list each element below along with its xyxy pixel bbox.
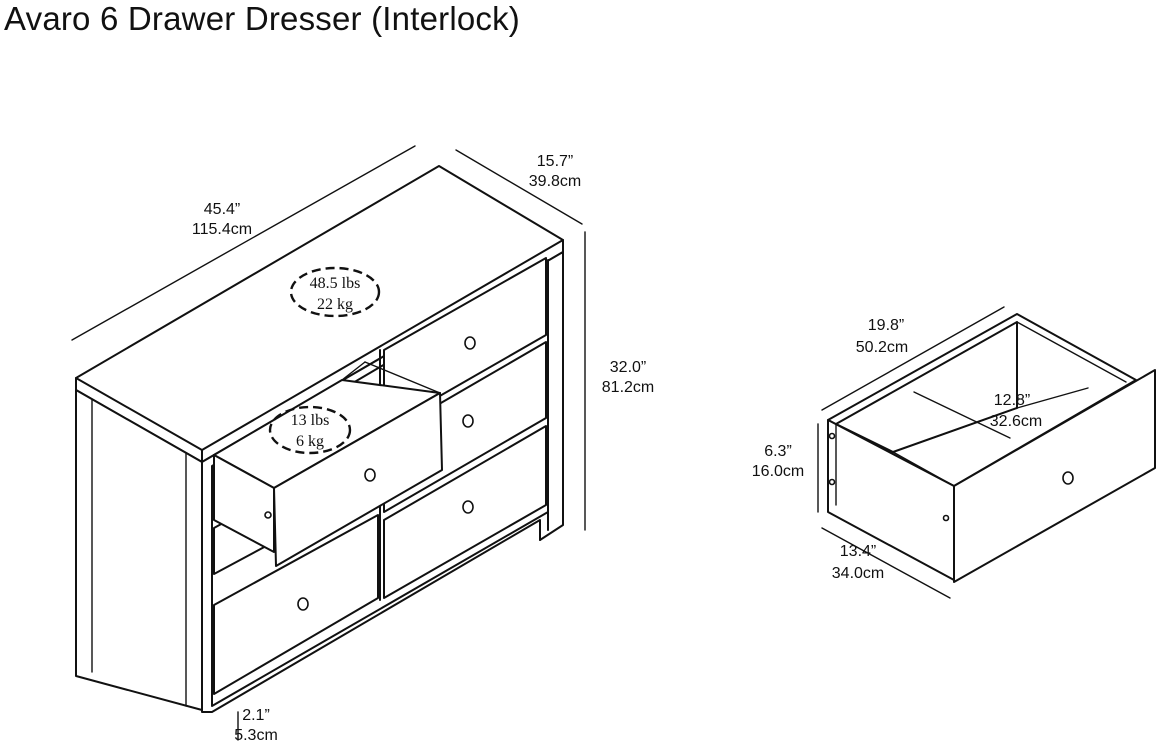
drawer-width-cm-label: 50.2cm <box>856 339 908 356</box>
leg-inches-label: 2.1” <box>242 707 270 724</box>
width-cm-label: 115.4cm <box>192 221 252 238</box>
drawer-depth-inches-label: 13.4” <box>840 543 876 560</box>
top-weight-lbs-label: 48.5 lbs <box>310 275 361 292</box>
width-inches-label: 45.4” <box>204 201 240 218</box>
leg-cm-label: 5.3cm <box>234 727 278 744</box>
drawer-knob <box>364 468 376 482</box>
drawer-inner-inches-label: 12.8” <box>994 392 1030 409</box>
drawer-weight-lbs-label: 13 lbs <box>291 412 330 429</box>
page-title: Avaro 6 Drawer Dresser (Interlock) <box>4 0 520 37</box>
drawer-height-cm-label: 16.0cm <box>752 463 804 480</box>
drawer-knob <box>1062 471 1074 485</box>
drawer-weight-ellipse <box>268 405 352 455</box>
drawer-screw <box>828 478 836 486</box>
drawer-knob <box>297 597 309 611</box>
top-weight-ellipse <box>289 266 381 318</box>
drawer-height-inches-label: 6.3” <box>764 443 792 460</box>
drawer-width-inches-label: 19.8” <box>868 317 904 334</box>
height-inches-label: 32.0” <box>610 359 646 376</box>
drawer-knob <box>462 500 474 514</box>
drawer-inner-cm-label: 32.6cm <box>990 413 1042 430</box>
drawer-screw <box>828 432 836 440</box>
drawer-screw <box>942 514 950 522</box>
drawer-knob <box>464 336 476 350</box>
width-dimension-line <box>71 145 416 341</box>
drawer-front-left-bottom <box>213 514 379 695</box>
single-drawer-illustration <box>827 313 1156 583</box>
dresser-illustration <box>75 165 564 713</box>
drawer-depth-cm-label: 34.0cm <box>832 565 884 582</box>
drawer-box-front <box>953 369 1156 583</box>
drawer-knob <box>462 414 474 428</box>
drawer-width-dimension-line <box>821 306 1005 411</box>
depth-inches-label: 15.7” <box>537 153 573 170</box>
drawer-depth-dimension-line <box>821 527 951 599</box>
height-cm-label: 81.2cm <box>602 379 654 396</box>
drawer-side-screw <box>264 511 272 519</box>
top-weight-kg-label: 22 kg <box>317 296 353 313</box>
drawer-weight-kg-label: 6 kg <box>296 433 324 450</box>
open-drawer-front <box>273 392 443 567</box>
depth-dimension-line <box>455 149 583 225</box>
depth-cm-label: 39.8cm <box>529 173 581 190</box>
